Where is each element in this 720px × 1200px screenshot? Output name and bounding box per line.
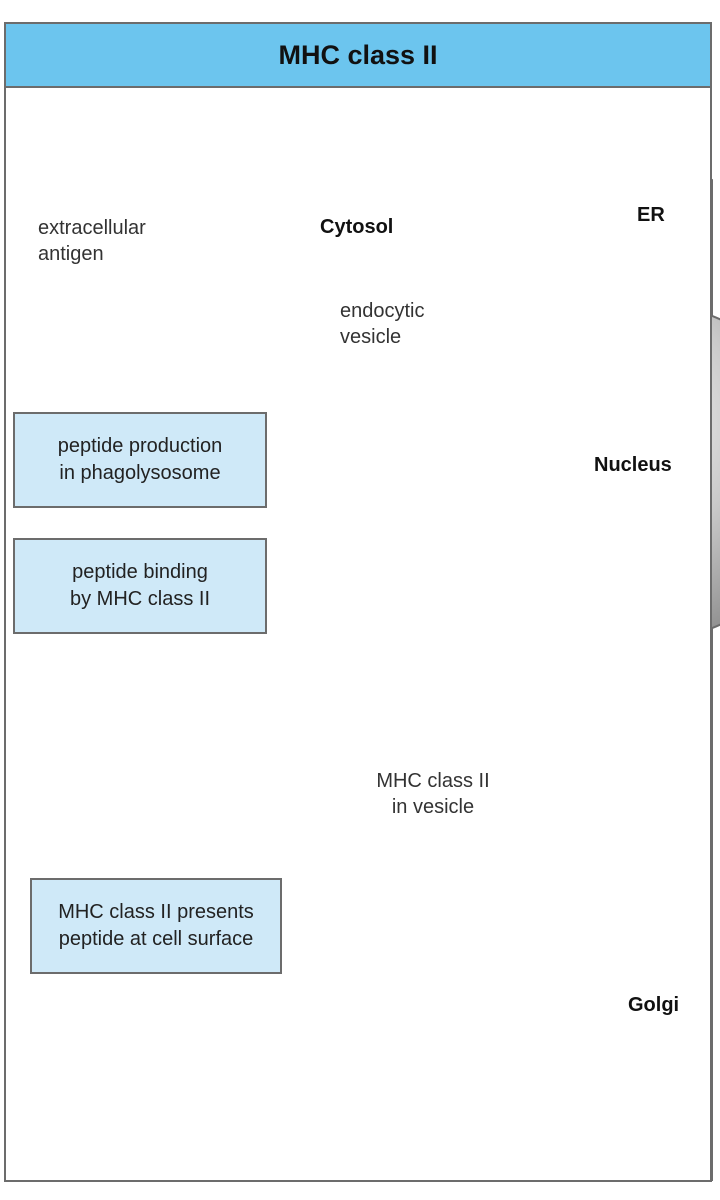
title-bar: MHC class II — [6, 24, 710, 88]
step-peptide-binding: peptide binding by MHC class II — [13, 538, 267, 634]
label-golgi: Golgi — [628, 994, 680, 1016]
label-endocytic-vesicle: endocytic vesicle — [340, 300, 425, 348]
step-presentation: MHC class II presents peptide at cell su… — [30, 878, 282, 974]
label-er: ER — [637, 204, 665, 226]
figure-title: MHC class II — [278, 39, 438, 70]
label-mhc-in-vesicle: MHC class II in vesicle — [376, 770, 490, 818]
label-extracellular-antigen: extracellular antigen — [38, 217, 146, 265]
label-nucleus: Nucleus — [594, 454, 672, 476]
label-cytosol: Cytosol — [320, 216, 394, 238]
step-peptide-production: peptide production in phagolysosome — [13, 412, 267, 508]
